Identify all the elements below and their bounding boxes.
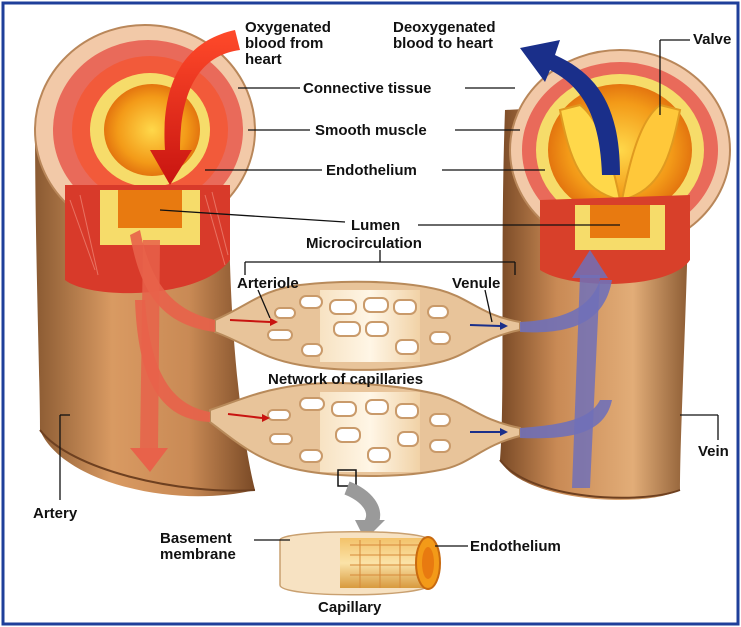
artery-label: Artery xyxy=(33,505,78,522)
arteriole-label: Arteriole xyxy=(237,275,299,292)
oxygenated-label-line1: Oxygenated xyxy=(245,19,331,36)
valve-label: Valve xyxy=(693,31,731,48)
basement-membrane-label-line2: membrane xyxy=(160,546,236,563)
basement-membrane-label-line1: Basement xyxy=(160,530,232,547)
connective-tissue-label: Connective tissue xyxy=(303,80,431,97)
arterial-flow-arrow xyxy=(140,240,160,450)
smooth-muscle-label: Smooth muscle xyxy=(315,122,427,139)
vein-label: Vein xyxy=(698,443,729,460)
network-of-capillaries-label: Network of capillaries xyxy=(268,371,423,388)
capillary-label: Capillary xyxy=(318,599,382,616)
endothelium-label: Endothelium xyxy=(326,162,417,179)
microcirculation-label: Microcirculation xyxy=(306,235,422,252)
capillary-endothelium-label: Endothelium xyxy=(470,538,561,555)
capillary-closeup xyxy=(280,532,440,595)
lumen-label: Lumen xyxy=(351,217,400,234)
oxygenated-label-line2: blood from xyxy=(245,35,323,52)
deoxygenated-label-line2: blood to heart xyxy=(393,35,493,52)
deoxygenated-label-line1: Deoxygenated xyxy=(393,19,496,36)
venule-label: Venule xyxy=(452,275,500,292)
oxygenated-label-line3: heart xyxy=(245,51,282,68)
